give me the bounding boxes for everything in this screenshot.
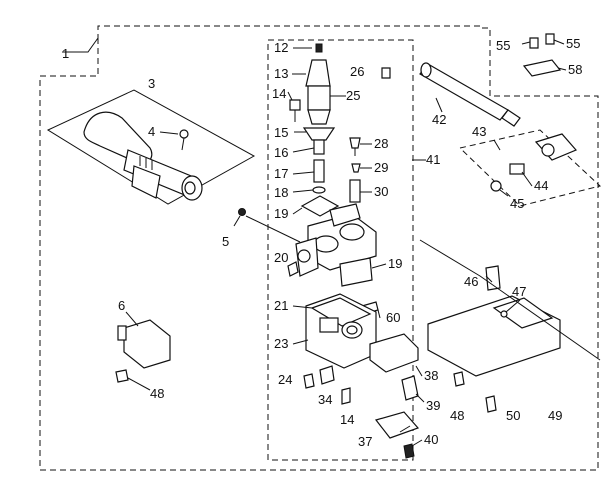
label-48b: 48	[450, 408, 464, 423]
valve-stem-column	[300, 43, 340, 217]
label-37: 37	[358, 434, 372, 449]
plate-37-part	[374, 411, 420, 439]
label-42: 42	[432, 112, 446, 127]
label-23: 23	[274, 336, 288, 351]
label-19b: 19	[388, 256, 402, 271]
label-46: 46	[464, 274, 478, 289]
label-19a: 19	[274, 206, 288, 221]
label-24: 24	[278, 372, 292, 387]
label-17: 17	[274, 166, 288, 181]
label-12: 12	[274, 40, 288, 55]
cap-26-part	[381, 67, 391, 79]
mounting-bracket-49-part	[427, 265, 561, 377]
label-16: 16	[274, 145, 288, 160]
assembly-boundary	[39, 25, 599, 471]
fittings-28-30	[349, 137, 361, 203]
bracket-6-part	[115, 319, 171, 383]
label-14a: 14	[272, 86, 286, 101]
screw-20-part	[287, 261, 299, 277]
fitting-group-boundary	[458, 129, 602, 207]
valve-body-part	[295, 203, 377, 277]
label-40: 40	[424, 432, 438, 447]
bracket-58-part	[522, 33, 562, 77]
screw-14-part	[289, 99, 301, 111]
label-49: 49	[548, 408, 562, 423]
clip-39-part	[401, 375, 419, 401]
label-34: 34	[318, 392, 332, 407]
label-30: 30	[374, 184, 388, 199]
screw-4-part	[179, 129, 189, 151]
label-41: 41	[426, 152, 440, 167]
clip-34-part	[319, 365, 335, 385]
label-39: 39	[426, 398, 440, 413]
screw-48b-part	[453, 371, 465, 387]
screw-14b-part	[341, 387, 351, 405]
label-47: 47	[512, 284, 526, 299]
label-26: 26	[350, 64, 364, 79]
gasket-19-part	[339, 257, 373, 287]
label-44: 44	[534, 178, 548, 193]
label-20: 20	[274, 250, 288, 265]
handle-group-boundary	[46, 89, 256, 205]
label-50: 50	[506, 408, 520, 423]
label-55b: 55	[566, 36, 580, 51]
label-6: 6	[118, 298, 125, 313]
label-15: 15	[274, 125, 288, 140]
label-60: 60	[386, 310, 400, 325]
screw-40-part	[403, 443, 415, 459]
label-55a: 55	[496, 38, 510, 53]
label-14b: 14	[340, 412, 354, 427]
tube-42-part	[419, 62, 521, 127]
label-3: 3	[148, 76, 155, 91]
label-13: 13	[274, 66, 288, 81]
label-1: 1	[62, 46, 69, 61]
label-4: 4	[148, 124, 155, 139]
valve-group-boundary	[267, 39, 414, 461]
label-28: 28	[374, 136, 388, 151]
label-5: 5	[222, 234, 229, 249]
fitting-43-part	[490, 133, 578, 192]
label-21: 21	[274, 298, 288, 313]
label-45: 45	[510, 196, 524, 211]
label-29: 29	[374, 160, 388, 175]
label-58: 58	[568, 62, 582, 77]
handle-assembly-part	[83, 111, 203, 201]
label-38: 38	[424, 368, 438, 383]
nut-5-part	[238, 208, 246, 216]
block-38-part	[369, 333, 419, 373]
label-43: 43	[472, 124, 486, 139]
label-48a: 48	[150, 386, 164, 401]
screw-50-part	[485, 395, 497, 413]
screw-24-part	[303, 373, 315, 389]
burner-block-part	[305, 293, 377, 369]
label-25: 25	[346, 88, 360, 103]
label-18: 18	[274, 185, 288, 200]
